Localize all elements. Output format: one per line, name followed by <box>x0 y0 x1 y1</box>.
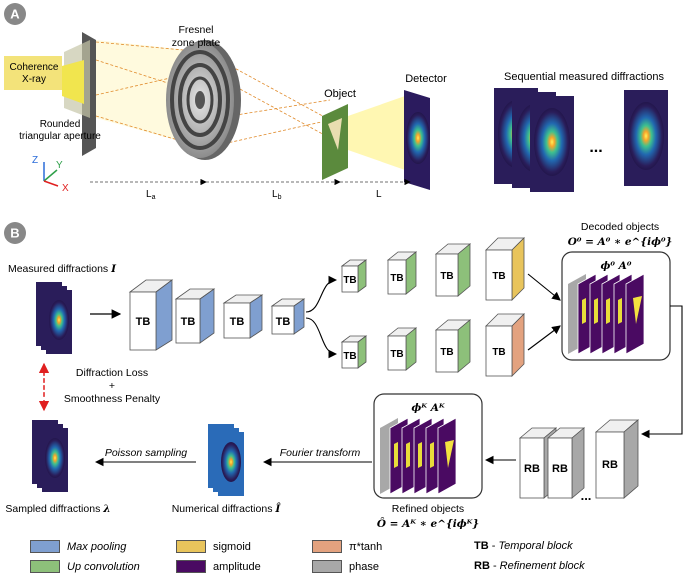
legend-rb: RB - Refinement block <box>474 560 585 572</box>
legend-amplitude-label: amplitude <box>213 560 261 573</box>
panel-b-badge: B <box>10 226 19 241</box>
legend-max-pooling-label: Max pooling <box>67 540 127 553</box>
loss-line-2: + <box>109 380 115 392</box>
encoder-tb-4-label: TB <box>276 316 291 328</box>
upper-decoder <box>340 237 525 301</box>
upper-tb-4-label: TB <box>492 271 505 282</box>
legend-tb: TB - Temporal block <box>474 540 573 552</box>
decoded-inner-label: ϕ⁰ A⁰ <box>601 260 632 272</box>
legend-tb-dash: - <box>488 540 499 552</box>
rb-3-label: RB <box>602 459 618 471</box>
legend-tb-desc: Temporal block <box>498 540 573 552</box>
source-label-1: Coherence <box>10 62 59 73</box>
distance-l: L <box>376 189 382 200</box>
refined-inner-label: ϕᴷ Aᴷ <box>411 402 444 414</box>
legend-pi-tanh: π*tanh <box>312 540 382 553</box>
axis-z-label: Z <box>32 155 38 166</box>
sequence-ellipsis: ... <box>589 139 602 156</box>
legend-rb-dash: - <box>489 560 500 572</box>
refinement-blocks <box>518 419 640 499</box>
legend-phase: phase <box>312 560 379 573</box>
panel-b: B Measured diffractions I TB TB TB <box>4 221 683 530</box>
swatch-max-pooling <box>30 540 60 553</box>
legend-rb-desc: Refinement block <box>499 560 585 572</box>
sampled-diffraction-stack <box>32 420 68 492</box>
legend-max-pooling: Max pooling <box>30 540 126 553</box>
axes-icon <box>43 162 59 187</box>
aperture-label-2: triangular aperture <box>19 131 101 142</box>
refined-stack <box>380 417 457 495</box>
legend-tb-abbr: TB <box>474 540 489 552</box>
rb-2-label: RB <box>552 463 568 475</box>
encoder-tb-2 <box>174 288 216 344</box>
legend-up-convolution: Up convolution <box>30 560 140 573</box>
fourier-label: Fourier transform <box>280 447 361 459</box>
legend-sigmoid: sigmoid <box>176 540 251 553</box>
axis-y-label: Y <box>56 160 63 171</box>
legend-pi-tanh-label: π*tanh <box>349 540 383 553</box>
decoded-title: Decoded objects <box>581 221 659 233</box>
numerical-diffraction-stack <box>208 424 244 496</box>
lower-tb-2-label: TB <box>390 349 403 360</box>
lower-tb-1-label: TB <box>343 351 356 362</box>
distance-la: La <box>146 189 156 201</box>
legend: Max pooling Up convolution sigmoid ampli… <box>0 534 685 576</box>
upper-tb-2-label: TB <box>390 273 403 284</box>
sequence-label: Sequential measured diffractions <box>504 71 665 83</box>
panel-a: A Coherence X-ray Rounded triangular ape… <box>4 3 668 201</box>
encoder-tb-3 <box>222 294 264 339</box>
swatch-pi-tanh <box>312 540 342 553</box>
xray-source-icon <box>4 56 62 90</box>
swatch-sigmoid <box>176 540 206 553</box>
upper-tb-3-label: TB <box>440 271 453 282</box>
swatch-up-convolution <box>30 560 60 573</box>
measured-diffraction-stack <box>36 282 72 354</box>
encoder-tb-4 <box>270 298 306 335</box>
lower-tb-3-label: TB <box>440 347 453 358</box>
detector-label: Detector <box>405 73 447 85</box>
aperture-label-1: Rounded <box>40 119 81 130</box>
decoded-formula: O⁰ = A⁰ ∗ e^{iϕ⁰} <box>568 236 673 248</box>
legend-phase-label: phase <box>349 560 379 573</box>
distance-lb: Lb <box>272 189 282 201</box>
swatch-phase <box>312 560 342 573</box>
loss-line-1: Diffraction Loss <box>76 367 148 379</box>
zone-plate-label-2: zone plate <box>172 37 221 49</box>
object-label: Object <box>324 88 356 100</box>
fresnel-zone-plate-icon <box>166 40 241 160</box>
sampled-label: Sampled diffractions λ <box>5 503 110 515</box>
loss-line-3: Smoothness Penalty <box>64 393 161 405</box>
legend-sigmoid-label: sigmoid <box>213 540 251 553</box>
legend-amplitude: amplitude <box>176 560 261 573</box>
numerical-label: Numerical diffractions Î <box>172 501 282 515</box>
decoded-stack <box>568 273 645 355</box>
encoder-tb-3-label: TB <box>230 316 245 328</box>
lower-decoder <box>340 313 525 377</box>
rb-1-label: RB <box>524 463 540 475</box>
refined-formula: Ô = Aᴷ ∗ e^{iϕᴷ} <box>377 516 479 530</box>
diffraction-sequence <box>494 88 668 192</box>
swatch-amplitude <box>176 560 206 573</box>
poisson-label: Poisson sampling <box>105 447 187 459</box>
legend-up-convolution-label: Up convolution <box>67 560 140 573</box>
measured-label: Measured diffractions I <box>8 263 117 275</box>
refined-title: Refined objects <box>392 503 464 515</box>
axis-x-label: X <box>62 183 69 194</box>
upper-tb-1-label: TB <box>343 275 356 286</box>
legend-rb-abbr: RB <box>474 560 490 572</box>
panel-a-badge: A <box>10 7 20 22</box>
encoder-tb-2-label: TB <box>181 316 196 328</box>
source-label-2: X-ray <box>22 74 46 85</box>
encoder-tb-1-label: TB <box>136 316 151 328</box>
encoder-tb-1 <box>128 279 174 351</box>
rb-ellipsis: ... <box>581 488 592 503</box>
lower-tb-4-label: TB <box>492 347 505 358</box>
zone-plate-label-1: Fresnel <box>178 24 213 36</box>
